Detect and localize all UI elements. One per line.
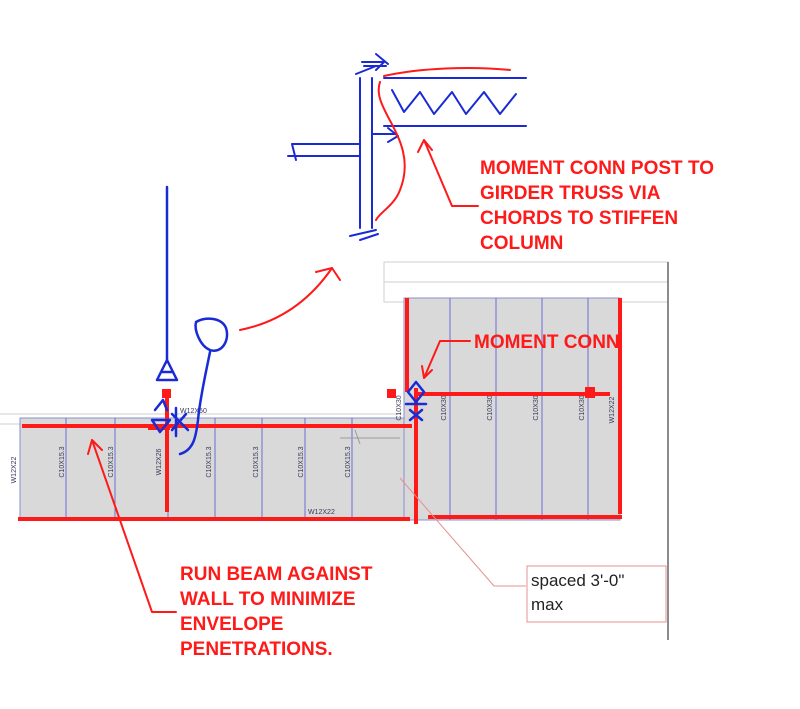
moment-post-line-2: GIRDER TRUSS VIA	[480, 183, 661, 204]
conn-symbol-left	[150, 398, 190, 438]
left-post-label: W12X26	[156, 448, 163, 475]
connection-marker-right	[585, 387, 595, 398]
left-joist-label-5: C10X15.3	[298, 446, 305, 477]
connection-marker-mid	[387, 389, 396, 398]
left-joist-label-1: C10X15.3	[59, 446, 66, 477]
run-beam-leader	[87, 439, 177, 613]
moment-curve	[375, 67, 511, 221]
detail-cap-bottom	[349, 229, 379, 241]
left-joist-label-3: C10X15.3	[206, 446, 213, 477]
run-beam-line-4: PENETRATIONS.	[180, 639, 333, 660]
run-beam-line-1: RUN BEAM AGAINST	[180, 564, 373, 585]
post-leader	[417, 139, 479, 207]
spacing-note-line-1: spaced 3'-0"	[531, 571, 624, 590]
spacing-note-line-2: max	[531, 595, 564, 614]
detail-cap-top	[355, 53, 389, 75]
swoosh-arrow	[239, 267, 341, 331]
moment-conn-leader	[421, 340, 471, 379]
spacing-leader	[399, 477, 526, 587]
beam-stub	[287, 143, 361, 161]
right-joist-label-2: C10X30	[441, 395, 448, 420]
left-joist-label-4: C10X15.3	[253, 446, 260, 477]
right-joist-label-1: C10X30	[396, 395, 403, 420]
right-joist-label-5: C10X30	[579, 395, 586, 420]
run-beam-line-2: WALL TO MINIMIZE	[180, 589, 356, 610]
left-top-label: W12X50	[180, 408, 207, 415]
left-joist-label-6: C10X15.3	[345, 446, 352, 477]
conn-symbol-top	[155, 358, 179, 382]
moment-post-line-3: CHORDS TO STIFFEN	[480, 208, 678, 229]
left-wall-label: W12X22	[11, 456, 18, 483]
run-beam-line-3: ENVELOPE	[180, 614, 283, 635]
right-girder-label: W12X22	[609, 396, 616, 423]
red-leaders	[87, 67, 511, 613]
moment-conn-label: MOMENT CONN	[474, 332, 620, 353]
right-joist-lines	[449, 298, 589, 520]
truss-webs	[391, 89, 517, 115]
connection-marker-left	[162, 389, 171, 398]
red-beam-markup	[18, 298, 622, 524]
annotation-moment-post: MOMENT CONN POST TO GIRDER TRUSS VIA CHO…	[480, 158, 714, 254]
right-framing-bay: C10X30 C10X30 C10X30 C10X30 C10X30 W12X2…	[396, 297, 621, 521]
right-joist-label-3: C10X30	[487, 395, 494, 420]
sketch-head	[194, 317, 229, 352]
conn-symbol-right	[404, 380, 428, 422]
spacing-callout-box	[526, 565, 667, 623]
bottom-beam-label: W12X22	[308, 509, 335, 516]
moment-post-line-1: MOMENT CONN POST TO	[480, 158, 714, 179]
spacing-callout: spaced 3'-0" max	[526, 565, 667, 623]
sketch-body	[178, 350, 212, 456]
blue-sketch-markup	[150, 185, 428, 456]
right-joist-label-4: C10X30	[533, 395, 540, 420]
left-joist-label-2: C10X15.3	[108, 446, 115, 477]
right-bay-panel	[403, 297, 621, 521]
moment-post-line-4: COLUMN	[480, 233, 563, 254]
moment-detail-sketch	[287, 53, 527, 241]
annotation-run-beam: RUN BEAM AGAINST WALL TO MINIMIZE ENVELO…	[180, 564, 373, 660]
